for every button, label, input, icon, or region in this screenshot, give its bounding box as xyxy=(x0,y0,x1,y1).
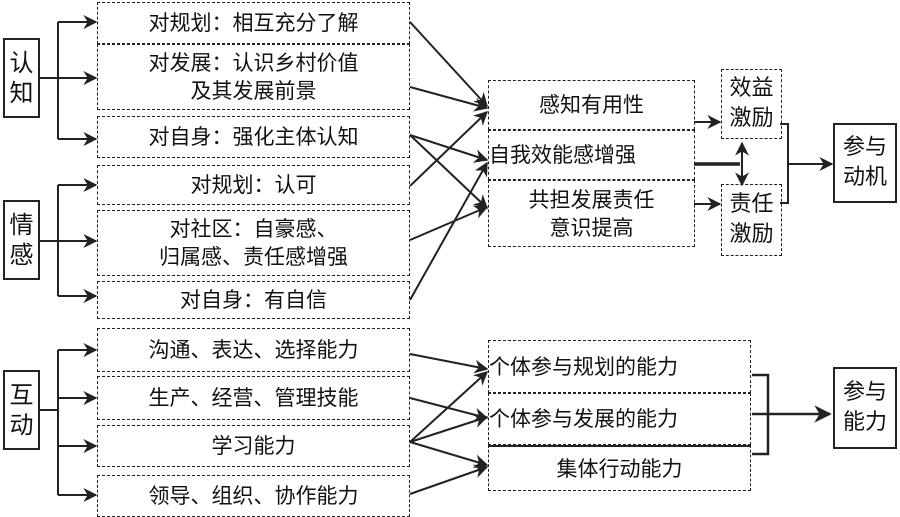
category-label: 情感 xyxy=(9,211,34,269)
shared-responsibility: 共担发展责任 意识提高 xyxy=(488,180,695,247)
collective-action-ability: 集体行动能力 xyxy=(488,445,751,491)
category-emotion: 情感 xyxy=(3,200,40,280)
benefit-incentive: 效益 激励 xyxy=(721,69,782,139)
interaction-item: 领导、组织、协作能力 xyxy=(97,475,410,517)
participation-ability: 参与 能力 xyxy=(833,367,897,449)
interaction-item: 学习能力 xyxy=(97,425,410,467)
emotion-item: 对自身：有自信 xyxy=(97,281,410,319)
category-cognition: 认知 xyxy=(3,38,40,118)
individual-planning-ability: 个体参与规划的能力 xyxy=(488,340,751,393)
category-interaction: 互动 xyxy=(3,370,40,450)
emotion-item: 对社区：自豪感、 归属感、责任感增强 xyxy=(97,210,410,276)
category-label: 认知 xyxy=(9,49,34,107)
cognition-item: 对发展：认识乡村价值 及其发展前景 xyxy=(97,44,410,110)
category-label: 互动 xyxy=(9,381,34,439)
self-efficacy: 自我效能感增强 xyxy=(488,130,695,180)
cognition-item: 对规划：相互充分了解 xyxy=(97,2,410,44)
interaction-item: 沟通、表达、选择能力 xyxy=(97,328,410,372)
interaction-item: 生产、经营、管理技能 xyxy=(97,376,410,420)
participation-motivation: 参与 动机 xyxy=(833,123,897,203)
responsibility-incentive: 责任 激励 xyxy=(721,184,782,256)
individual-development-ability: 个体参与发展的能力 xyxy=(488,393,751,445)
perceived-usefulness: 感知有用性 xyxy=(488,80,695,130)
emotion-item: 对规划：认可 xyxy=(97,165,410,205)
cognition-item: 对自身：强化主体认知 xyxy=(97,116,410,158)
